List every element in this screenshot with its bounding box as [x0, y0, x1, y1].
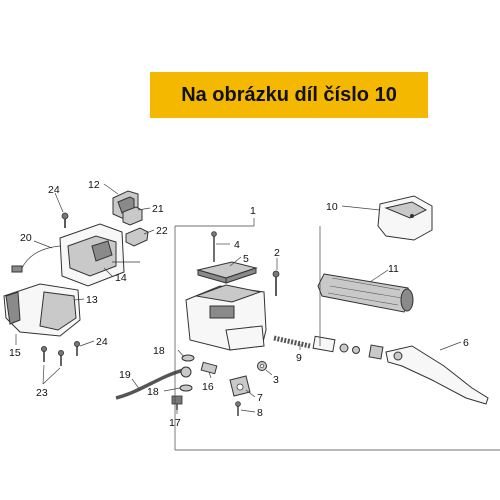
part-5-reservoir-cap[interactable] — [196, 261, 258, 284]
callout-8: 8 — [257, 407, 263, 419]
part-19-brake-hose[interactable] — [115, 366, 192, 400]
callout-20: 20 — [20, 232, 32, 244]
part-1-master-cylinder[interactable] — [185, 284, 267, 351]
callout-24-upper: 24 — [48, 184, 60, 196]
callout-13: 13 — [86, 294, 98, 306]
part-3-nut[interactable] — [257, 361, 267, 371]
part-23-screw-a[interactable] — [41, 345, 48, 362]
part-10-reservoir-cover[interactable] — [377, 195, 433, 241]
callout-2: 2 — [274, 247, 280, 259]
part-18-washer-upper[interactable] — [181, 354, 195, 362]
callout-22: 22 — [156, 225, 168, 237]
callout-18-upper: 18 — [153, 345, 165, 357]
part-16-stop-switch[interactable] — [200, 361, 218, 375]
callout-6: 6 — [463, 337, 469, 349]
banner-text: Na obrázku díl číslo 10 — [181, 83, 397, 106]
part-4-cap-screw[interactable] — [211, 231, 217, 262]
callout-17: 17 — [169, 417, 181, 429]
callout-10: 10 — [326, 201, 338, 213]
callout-11: 11 — [388, 263, 399, 275]
part-18-washer-lower[interactable] — [179, 384, 193, 392]
part-17-banjo-bolt[interactable] — [171, 395, 183, 410]
callout-19: 19 — [119, 369, 131, 381]
part-24-screw-lower[interactable] — [74, 340, 81, 356]
part-6-brake-lever[interactable] — [385, 345, 489, 405]
part-20-switch-housing[interactable] — [11, 223, 140, 287]
callout-7: 7 — [257, 392, 263, 404]
callout-1: 1 — [250, 205, 256, 217]
part-11-handle-grip[interactable] — [317, 273, 414, 313]
callout-14: 14 — [115, 272, 127, 284]
callout-23: 23 — [36, 387, 48, 399]
part-24-screw-top[interactable] — [61, 212, 69, 228]
callout-3: 3 — [273, 374, 279, 386]
callout-15: 15 — [9, 347, 21, 359]
part-13-lower-cover[interactable] — [3, 283, 81, 337]
part-22-button[interactable] — [125, 227, 149, 247]
part-8-clamp-screw[interactable] — [235, 401, 241, 416]
callout-5: 5 — [243, 253, 249, 265]
highlight-banner: Na obrázku díl číslo 10 — [150, 72, 428, 118]
callout-24-lower: 24 — [96, 336, 108, 348]
callout-18-lower: 18 — [147, 386, 159, 398]
callout-12: 12 — [88, 179, 100, 191]
part-7-clamp[interactable] — [229, 375, 251, 397]
part-9-piston-kit[interactable] — [273, 335, 384, 360]
callout-9: 9 — [296, 352, 302, 364]
part-23-screw-b[interactable] — [58, 349, 65, 366]
part-21-button[interactable] — [122, 206, 143, 226]
callout-16: 16 — [202, 381, 214, 393]
part-2-screw[interactable] — [272, 270, 280, 296]
callout-4: 4 — [234, 239, 240, 251]
callout-21: 21 — [152, 203, 164, 215]
